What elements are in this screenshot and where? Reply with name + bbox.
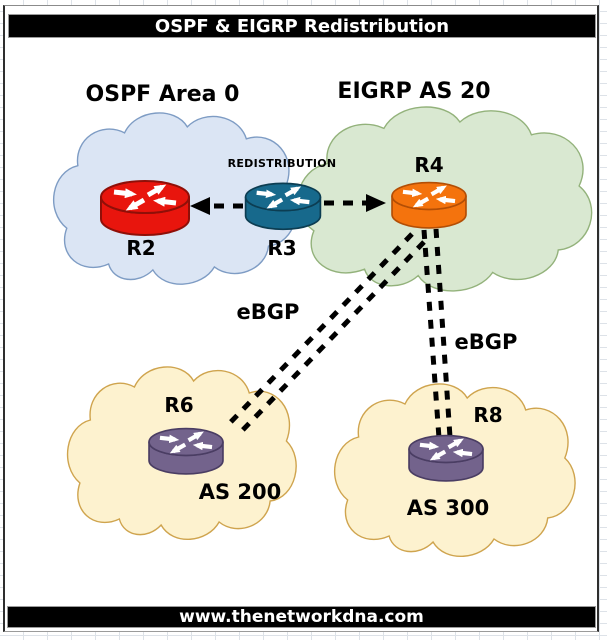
link-ebgp-r4-r6-line1	[223, 232, 414, 430]
page-title: OSPF & EIGRP Redistribution	[154, 15, 450, 37]
router-r6-icon	[149, 429, 223, 474]
link-ebgp-r4-r6-line2	[235, 240, 426, 438]
footer-website-text: www.thenetworkdna.com	[179, 607, 424, 627]
as300-label: AS 300	[406, 496, 490, 520]
router-r4-label: R4	[414, 153, 444, 177]
router-r3-icon	[246, 183, 321, 229]
router-r6-label: R6	[164, 393, 194, 417]
link-ebgp-r4-r8-line1	[421, 229, 443, 453]
router-r8-label: R8	[473, 403, 503, 427]
title-bar: OSPF & EIGRP Redistribution	[8, 14, 596, 38]
redistribution-label: REDISTRIBUTION	[227, 157, 337, 170]
footer-bar: www.thenetworkdna.com	[7, 606, 596, 628]
ebgp-left-label: eBGP	[236, 300, 300, 324]
router-r8-icon	[409, 436, 483, 481]
router-r2-icon	[101, 181, 189, 235]
router-r3-label: R3	[267, 236, 297, 260]
router-r2-label: R2	[126, 236, 156, 260]
router-r4-icon	[392, 183, 466, 228]
as200-label: AS 200	[198, 480, 282, 504]
ospf-area-heading: OSPF Area 0	[85, 82, 240, 107]
eigrp-as20-heading: EIGRP AS 20	[337, 79, 491, 104]
ebgp-right-label: eBGP	[454, 330, 518, 354]
